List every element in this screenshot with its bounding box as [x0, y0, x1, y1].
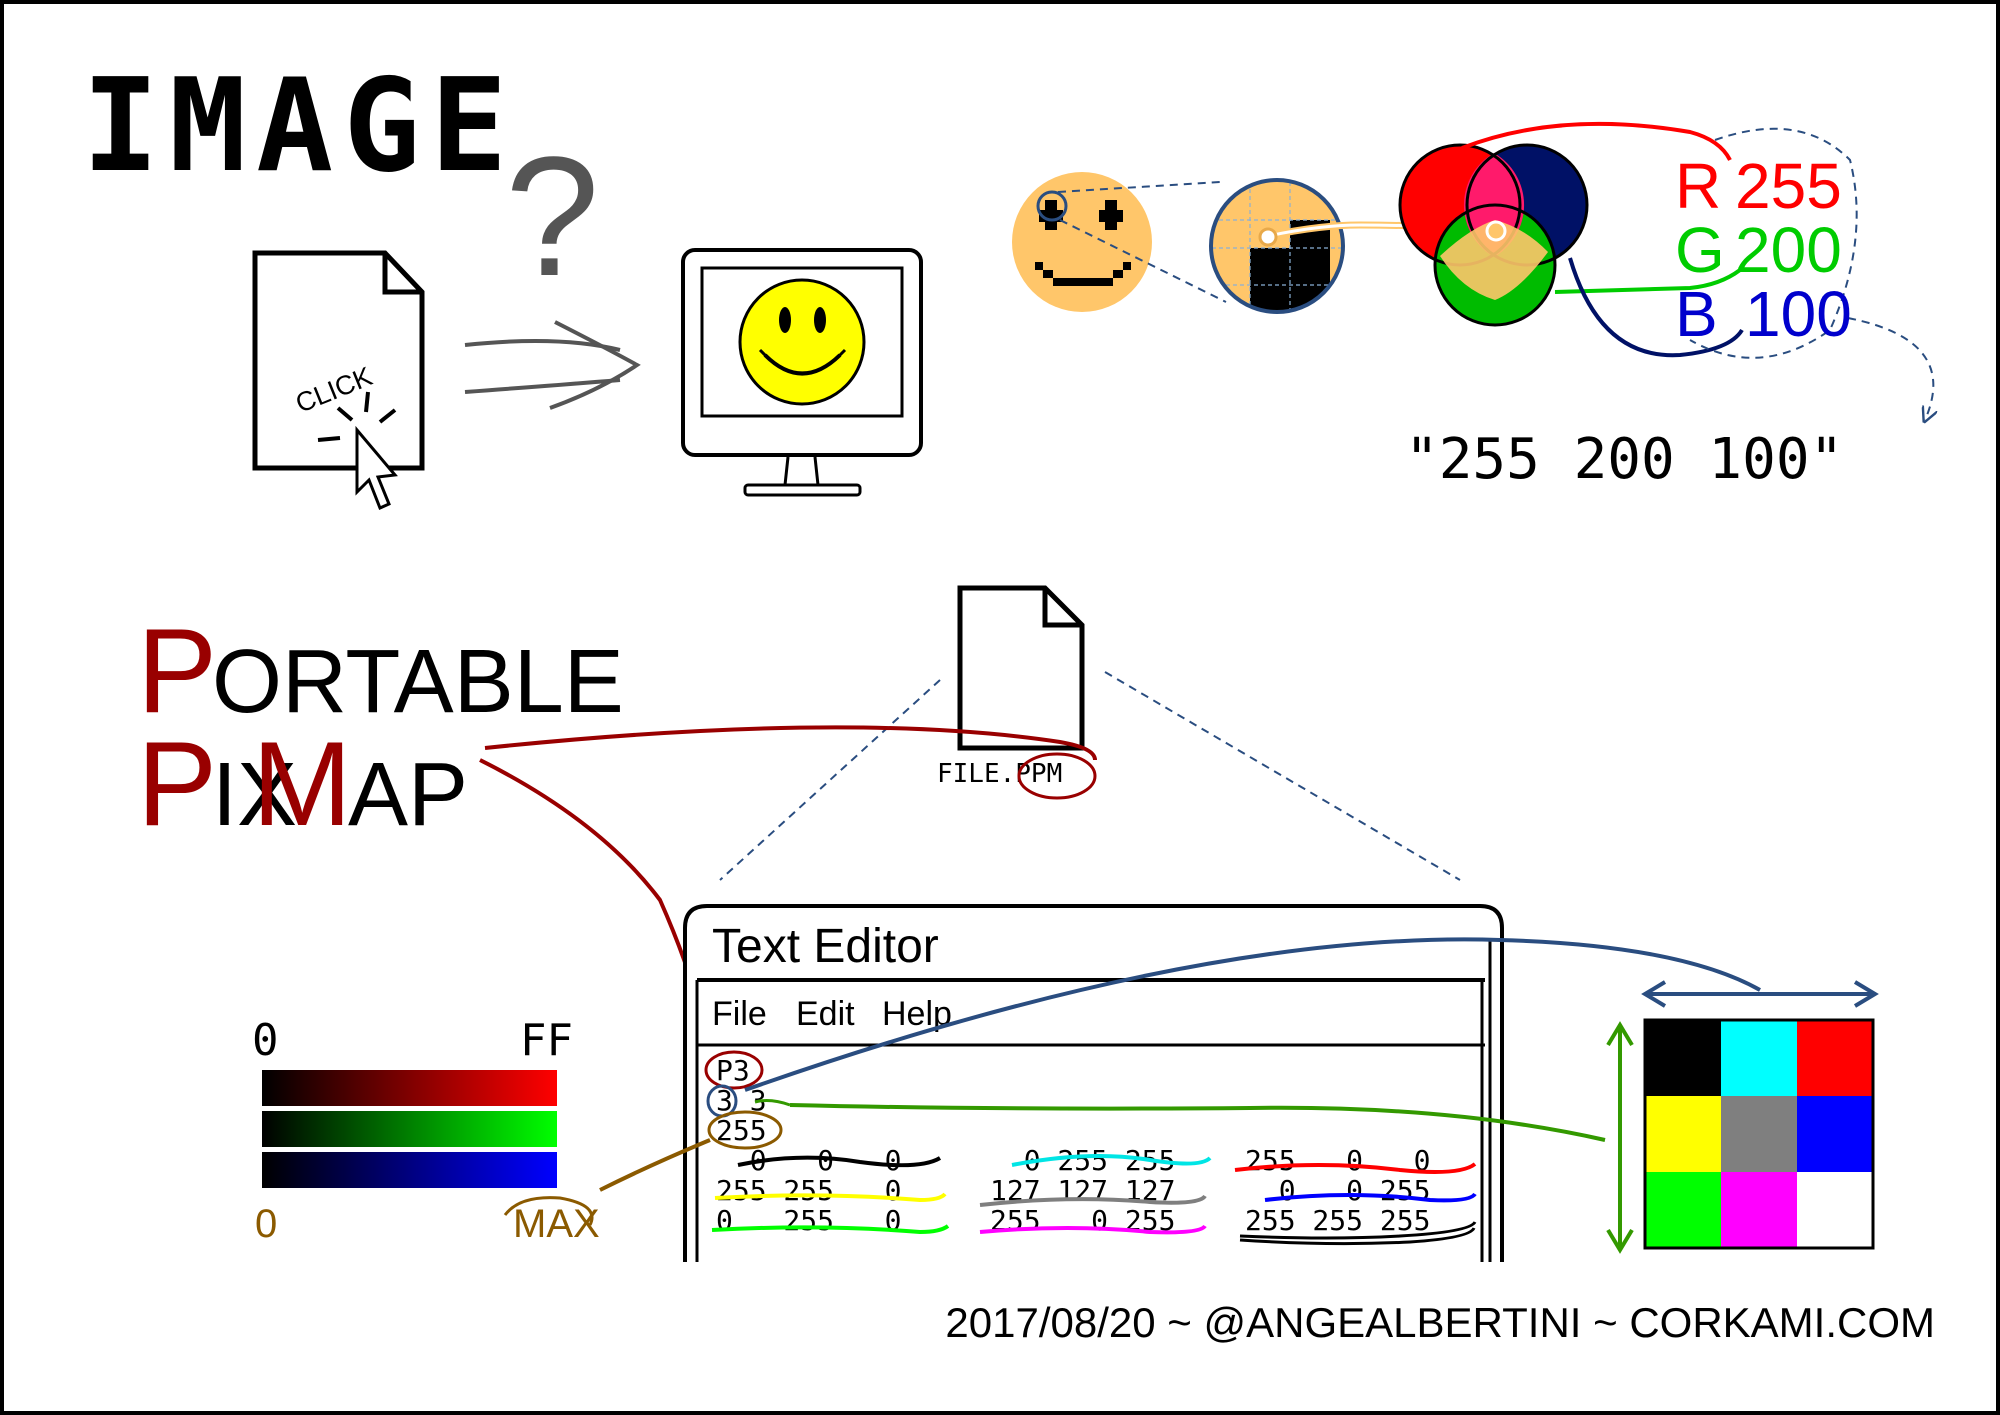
- g-value: 200: [1735, 214, 1842, 286]
- open-arrow-icon: [464, 320, 641, 410]
- b-label: B: [1675, 278, 1718, 350]
- pixel-underlines: [711, 1154, 1477, 1246]
- pixel-value: 0 0 255: [1245, 1174, 1430, 1207]
- pixel-value: 255 255 255: [1245, 1204, 1430, 1237]
- ppm-p1: P: [137, 604, 217, 738]
- pixel-cell: [1721, 1020, 1797, 1096]
- green-gradient-bar: [262, 1111, 557, 1147]
- height-arrow-icon: [1606, 1021, 1634, 1254]
- range-max-word: MAX: [513, 1202, 600, 1246]
- pixel-value: 0 0 0: [716, 1144, 901, 1177]
- pixel-grid-border: [1643, 1018, 1875, 1250]
- pixel-cell: [1645, 1020, 1721, 1096]
- rgb-combined: "255 200 100": [1405, 427, 1843, 492]
- pixel-cell: [1721, 1172, 1797, 1248]
- r-value: 255: [1735, 150, 1842, 222]
- rgb-connectors: [1461, 121, 1744, 358]
- pixel-value: 255 255 0: [716, 1174, 901, 1207]
- g-label: G: [1675, 214, 1725, 286]
- pixel-grid: [1643, 1018, 1875, 1250]
- page-title: IMAGE: [82, 52, 517, 201]
- value-range-legend: 0 FF 0 MAX: [252, 1015, 600, 1246]
- pixel-value: 0 255 0: [716, 1204, 901, 1237]
- pixel-cell: [1797, 1020, 1873, 1096]
- editor-title: Text Editor: [712, 920, 939, 973]
- footer-credit: 2017/08/20 ~ @ANGEALBERTINI ~ CORKAMI.CO…: [945, 1299, 1935, 1346]
- range-zero-label: 0: [255, 1202, 277, 1246]
- pixel-cell: [1645, 1172, 1721, 1248]
- rgb-venn-icon: [1398, 143, 1589, 327]
- pixel-cell: [1721, 1096, 1797, 1172]
- cursor-icon: [355, 425, 398, 511]
- range-max-label: FF: [520, 1015, 573, 1066]
- menu-file[interactable]: File: [712, 995, 767, 1033]
- text-editor-window: Text Editor File Edit Help P3 3 3 255 0 …: [683, 904, 1504, 1262]
- pixel-smiley-icon: [1012, 172, 1152, 312]
- red-gradient-bar: [262, 1070, 557, 1106]
- file-zoom-lines: [719, 671, 1461, 881]
- ppm-title: P ORTABLE P IX M AP: [137, 604, 624, 851]
- width-arrow-icon: [1641, 980, 1879, 1008]
- ppm-m: M: [252, 717, 352, 851]
- range-min-label: 0: [252, 1015, 279, 1066]
- blue-gradient-bar: [262, 1152, 557, 1188]
- monitor-icon: [681, 248, 923, 497]
- zoom-lines: [1057, 181, 1227, 303]
- pixel-cell: [1645, 1096, 1721, 1172]
- pixel-cell: [1797, 1096, 1873, 1172]
- ppm-word3: AP: [348, 745, 468, 845]
- question-mark-icon: ?: [505, 122, 600, 312]
- rgb-values: R 255 G 200 B 100: [1675, 150, 1852, 350]
- file-icon: CLICK: [252, 250, 425, 511]
- ppm-word2: IX: [212, 745, 297, 845]
- zoom-circle: [1209, 178, 1345, 314]
- r-label: R: [1675, 150, 1721, 222]
- pixel-cell: [1797, 1172, 1873, 1248]
- menu-edit[interactable]: Edit: [796, 995, 855, 1033]
- ppm-file-icon: FILE.PPM: [937, 585, 1097, 800]
- header-line: 255: [716, 1114, 767, 1147]
- ppm-p2: P: [137, 717, 217, 851]
- ppm-word1: ORTABLE: [212, 632, 624, 732]
- b-value: 100: [1745, 278, 1852, 350]
- click-rays-icon: [317, 391, 397, 442]
- smiley-icon: [738, 278, 866, 406]
- header-line: P3: [716, 1054, 750, 1087]
- file-name: FILE.PPM: [937, 759, 1062, 789]
